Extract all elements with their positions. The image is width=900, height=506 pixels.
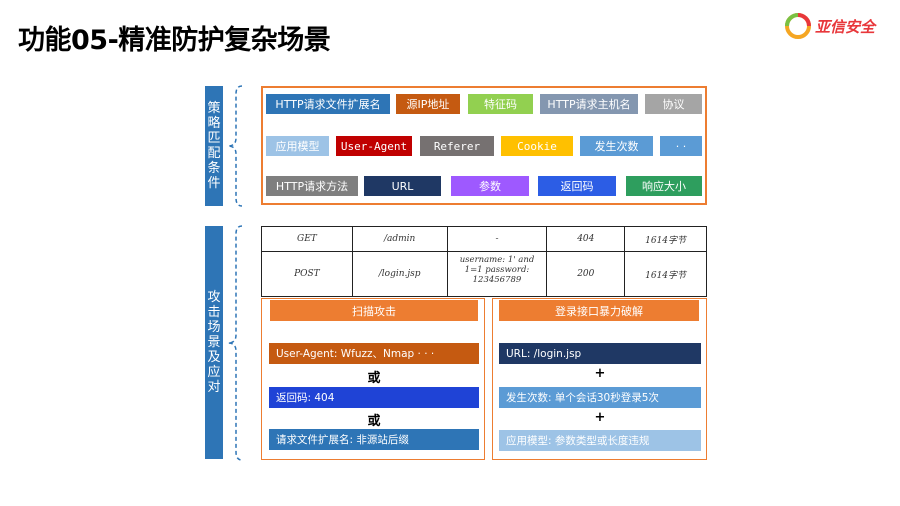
tag-user-agent: User-Agent bbox=[336, 136, 412, 156]
scan-rule-return-code: 返回码: 404 bbox=[269, 387, 479, 408]
label-char: 场 bbox=[207, 320, 221, 335]
tag-cookie: Cookie bbox=[501, 136, 573, 156]
tag-url: URL bbox=[364, 176, 441, 196]
brand-name: 亚信安全 bbox=[815, 17, 876, 36]
tag-http-host: HTTP请求主机名 bbox=[540, 94, 638, 114]
tag-app-model: 应用模型 bbox=[266, 136, 329, 156]
brace-scene bbox=[227, 225, 243, 461]
cell-path: /login.jsp bbox=[351, 251, 448, 297]
cell-status: 200 bbox=[546, 251, 626, 297]
label-char: 策 bbox=[207, 101, 221, 116]
scan-rule-user-agent: User-Agent: Wfuzz、Nmap · · · bbox=[269, 343, 479, 364]
asiainfo-logo-icon bbox=[785, 13, 811, 39]
label-char: 对 bbox=[207, 380, 221, 395]
cell-size: 1614字节 bbox=[624, 226, 707, 252]
cell-params: - bbox=[446, 226, 548, 252]
and-connector: + bbox=[594, 410, 606, 425]
tag-more: · · bbox=[660, 136, 702, 156]
tag-response-size: 响应大小 bbox=[626, 176, 702, 196]
cell-path: /admin bbox=[351, 226, 448, 252]
brute-rule-occurrences: 发生次数: 单个会话30秒登录5次 bbox=[499, 387, 701, 408]
table-row: GET /admin - 404 1614字节 bbox=[261, 226, 707, 252]
policy-conditions-box bbox=[261, 86, 707, 205]
label-char: 应 bbox=[207, 365, 221, 380]
and-connector: + bbox=[594, 366, 606, 381]
brute-force-header: 登录接口暴力破解 bbox=[499, 300, 699, 321]
cell-params: username: 1' and 1=1 password: 123456789 bbox=[446, 251, 548, 297]
tag-src-ip: 源IP地址 bbox=[396, 94, 460, 114]
log-table: GET /admin - 404 1614字节 POST /login.jsp … bbox=[261, 226, 707, 297]
brute-rule-app-model: 应用模型: 参数类型或长度违规 bbox=[499, 430, 701, 451]
brand-logo: 亚信安全 bbox=[785, 12, 875, 40]
page-title: 功能05-精准防护复杂场景 bbox=[18, 25, 331, 56]
label-char: 条 bbox=[207, 161, 221, 176]
or-connector: 或 bbox=[367, 414, 381, 429]
section-label-scene: 攻 击 场 景 及 应 对 bbox=[205, 226, 223, 459]
tag-referer: Referer bbox=[420, 136, 494, 156]
scan-attack-header: 扫描攻击 bbox=[270, 300, 478, 321]
table-row: POST /login.jsp username: 1' and 1=1 pas… bbox=[261, 251, 707, 297]
label-char: 攻 bbox=[207, 290, 221, 305]
scan-rule-file-ext: 请求文件扩展名: 非源站后缀 bbox=[269, 429, 479, 450]
cell-method: GET bbox=[261, 226, 353, 252]
tag-signature: 特征码 bbox=[468, 94, 533, 114]
section-label-policy: 策 略 匹 配 条 件 bbox=[205, 86, 223, 206]
label-char: 略 bbox=[207, 116, 221, 131]
tag-occurrences: 发生次数 bbox=[580, 136, 653, 156]
or-connector: 或 bbox=[367, 371, 381, 386]
label-char: 及 bbox=[207, 350, 221, 365]
label-char: 配 bbox=[207, 146, 221, 161]
tag-http-method: HTTP请求方法 bbox=[266, 176, 358, 196]
tag-http-ext: HTTP请求文件扩展名 bbox=[266, 94, 390, 114]
cell-status: 404 bbox=[546, 226, 626, 252]
label-char: 件 bbox=[207, 176, 221, 191]
cell-method: POST bbox=[261, 251, 353, 297]
label-char: 击 bbox=[207, 305, 221, 320]
tag-protocol: 协议 bbox=[645, 94, 702, 114]
brute-rule-url: URL: /login.jsp bbox=[499, 343, 701, 364]
cell-params-text: username: 1' and 1=1 password: 123456789 bbox=[459, 255, 535, 285]
tag-return-code: 返回码 bbox=[538, 176, 616, 196]
brace-policy bbox=[227, 85, 243, 207]
tag-params: 参数 bbox=[451, 176, 529, 196]
label-char: 景 bbox=[207, 335, 221, 350]
label-char: 匹 bbox=[207, 131, 221, 146]
cell-size: 1614字节 bbox=[624, 251, 707, 297]
